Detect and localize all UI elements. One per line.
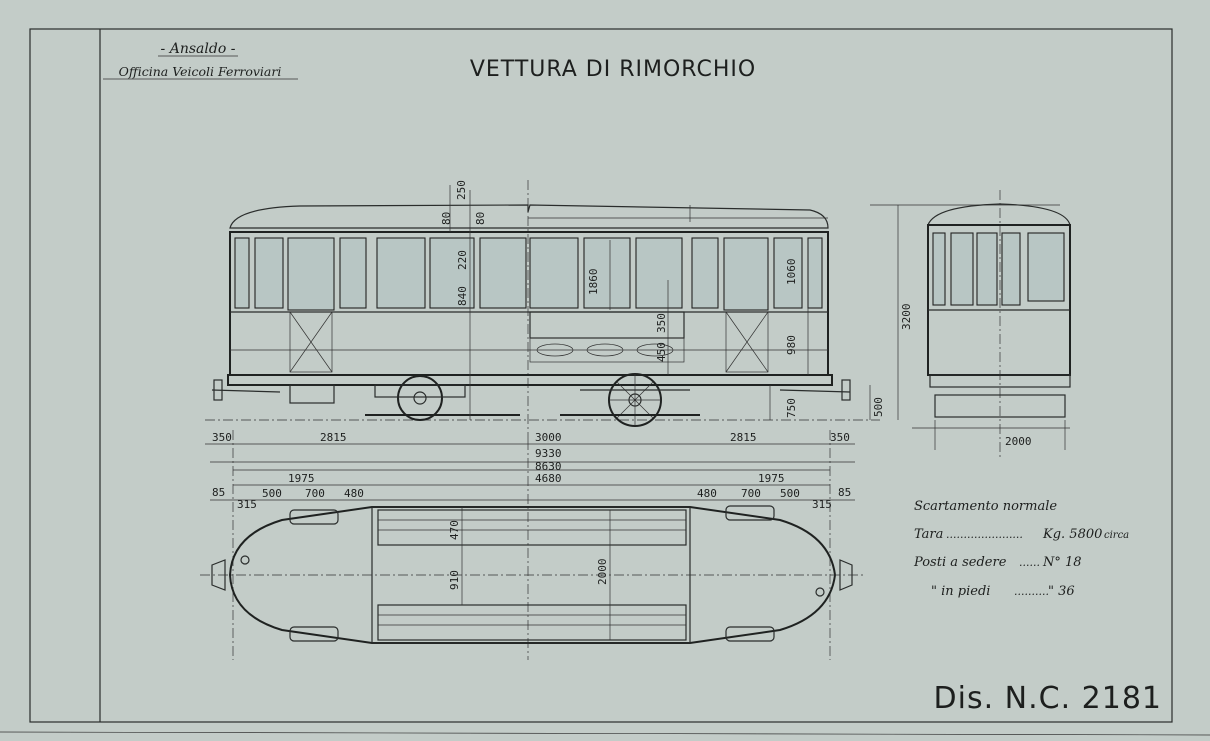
specifications: Scartamento normale Tara ...............… — [913, 499, 1129, 599]
dim-overhang-left: 350 — [212, 431, 232, 444]
drawing-title: VETTURA DI RIMORCHIO — [470, 57, 756, 82]
dim-upper-window-220: 220 — [456, 250, 469, 270]
dim-window-840: 840 — [456, 286, 469, 306]
dim-bench-470: 470 — [448, 520, 461, 540]
tare-suffix: circa — [1104, 530, 1129, 541]
standing-dots: .......... — [1014, 585, 1049, 598]
seated-label: Posti a sedere — [913, 555, 1007, 570]
dim-floor-500: 500 — [872, 397, 885, 417]
dim-total-height-3200: 3200 — [900, 304, 913, 331]
tare-value: Kg. 5800 — [1042, 527, 1102, 542]
gauge-text: Scartamento normale — [914, 499, 1057, 514]
dim-door-980: 980 — [785, 335, 798, 355]
dim-seat-450: 450 — [655, 342, 668, 362]
dim-interior-1860: 1860 — [587, 269, 600, 296]
dim-roof-250: 250 — [455, 180, 468, 200]
side-windows — [234, 237, 823, 311]
length-dimension-lines — [205, 430, 855, 660]
dim-l500: 500 — [262, 487, 282, 500]
dim-r480: 480 — [697, 487, 717, 500]
length-dimensions: 350 2815 3000 2815 350 9330 8630 4680 19… — [212, 431, 851, 511]
side-view — [205, 180, 1060, 440]
plan-view: 470 910 2000 — [200, 505, 865, 644]
dim-l85: 85 — [212, 486, 225, 499]
end-view: 2000 — [912, 190, 1071, 460]
dim-saloon: 4680 — [535, 472, 562, 485]
dim-overhang-right: 350 — [830, 431, 850, 444]
dim-l480: 480 — [344, 487, 364, 500]
dim-r700: 700 — [741, 487, 761, 500]
seated-value: N° 18 — [1042, 555, 1082, 570]
dim-body: 8630 — [535, 460, 562, 473]
dim-end-left: 2815 — [320, 431, 347, 444]
dim-r500: 500 — [780, 487, 800, 500]
side-view-dimensions: 250 80 80 220 840 1860 350 450 1060 980 … — [440, 180, 913, 418]
dim-l700: 700 — [305, 487, 325, 500]
division-name: Officina Veicoli Ferroviari — [119, 64, 282, 79]
drawing-frame — [0, 28, 1210, 736]
dim-roof-80a: 80 — [440, 212, 453, 225]
dim-door-1060: 1060 — [785, 259, 798, 286]
dim-end-width-2000: 2000 — [1005, 435, 1032, 448]
dim-aisle-910: 910 — [448, 570, 461, 590]
dim-seat-350: 350 — [655, 313, 668, 333]
dim-r85: 85 — [838, 486, 851, 499]
dim-r315: 315 — [812, 498, 832, 511]
dim-roof-80b: 80 — [474, 212, 487, 225]
standing-label: " in piedi — [931, 584, 990, 599]
dim-step-750: 750 — [785, 398, 798, 418]
seated-dots: ...... — [1019, 556, 1040, 569]
tare-dots: ...................... — [946, 528, 1023, 541]
dim-platform-left: 1975 — [288, 472, 315, 485]
standing-value: " 36 — [1048, 584, 1075, 599]
dim-platform-right: 1975 — [758, 472, 785, 485]
dim-overall: 9330 — [535, 447, 562, 460]
company-name: - Ansaldo - — [161, 41, 236, 57]
dim-end-right: 2815 — [730, 431, 757, 444]
left-bogie — [365, 375, 520, 421]
dim-inner-width-2000: 2000 — [596, 559, 609, 586]
drawing-number: Dis. N.C. 2181 — [934, 681, 1162, 716]
right-bogie — [560, 373, 700, 427]
dim-l315: 315 — [237, 498, 257, 511]
dim-bogie-base: 3000 — [535, 431, 562, 444]
tare-label: Tara — [914, 527, 943, 542]
